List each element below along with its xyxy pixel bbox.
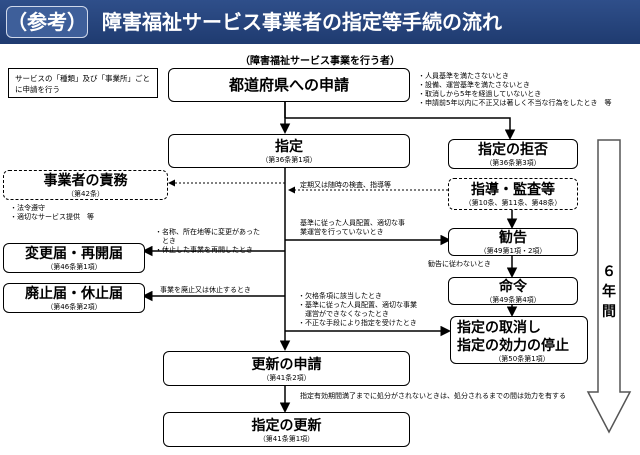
duties-title: 事業者の責務	[43, 173, 128, 189]
revocation-article: （第50条第1項）	[494, 355, 550, 363]
renewal-box: 指定の更新 （第41条第1項）	[163, 412, 410, 447]
reference-tag: （参考）	[6, 6, 88, 38]
guidance-title: 指導・監査等	[471, 182, 555, 198]
order-box: 命令 （第49条第4項）	[448, 277, 578, 305]
inspection-label: 定期又は随時の検査、指導等	[300, 181, 391, 189]
recommendation-box: 勧告 （第49第1項・2項）	[448, 228, 578, 256]
duties-box: 事業者の責務 （第42条）	[3, 170, 168, 200]
renewal-title: 指定の更新	[251, 418, 322, 434]
revocation-reasons: ・欠格条項に該当したとき ・基準に従った人員配置、適切な事業 運営ができなくなっ…	[298, 292, 417, 327]
renewal-article: （第41条第1項）	[258, 435, 315, 443]
revocation-title: 指定の取消し	[457, 320, 541, 336]
designation-box: 指定 （第36条第1項）	[168, 134, 410, 168]
abolition-article: （第46条第2項）	[46, 303, 102, 311]
suspension-title: 指定の効力の停止	[457, 338, 569, 354]
change-box: 変更届・再開届 （第46条第1項）	[3, 243, 145, 273]
guidance-box: 指導・監査等 （第10条、第11条、第48条）	[448, 178, 578, 210]
renewal-application-box: 更新の申請 （第41条2項）	[163, 351, 410, 386]
header-bar	[0, 0, 640, 44]
period-number: ６	[602, 264, 616, 280]
renewal-application-title: 更新の申請	[251, 357, 322, 373]
refusal-box: 指定の拒否 （第36条第3項）	[448, 139, 578, 169]
side-note: サービスの「種類」及び「事業所」ごとに申請を行う	[8, 68, 158, 98]
designation-title: 指定	[275, 139, 303, 155]
refusal-article: （第36条第3項）	[485, 159, 541, 167]
period-unit-span: 間	[602, 304, 616, 320]
subtitle: （障害福祉サービス事業を行う者）	[240, 56, 400, 67]
change-reason: ・名称、所在地等に変更があった とき ・休止した事業を再開したとき	[155, 228, 260, 254]
guidance-article: （第10条、第11条、第48条）	[464, 199, 562, 207]
application-title: 都道府県への申請	[228, 76, 349, 94]
period-unit-year: 年	[602, 284, 616, 300]
renewal-application-article: （第41条2項）	[262, 374, 311, 382]
order-title: 命令	[499, 279, 527, 295]
duties-article: （第42条）	[67, 190, 104, 198]
period-arrow-shape	[586, 139, 632, 434]
abolition-reason: 事業を廃止又は休止するとき	[160, 286, 251, 294]
duties-items: ・法令遵守 ・適切なサービス提供 等	[10, 204, 94, 221]
page-title: 障害福祉サービス事業者の指定等手続の流れ	[102, 10, 502, 34]
order-reason: 勧告に従わないとき	[428, 260, 491, 268]
application-box: 都道府県への申請	[168, 68, 410, 102]
change-article: （第46条第1項）	[46, 263, 102, 271]
change-title: 変更届・再開届	[25, 246, 123, 262]
recommendation-reason: 基準に従った人員配置、適切な事 業運営を行っていないとき	[300, 219, 405, 236]
designation-article: （第36条第1項）	[261, 156, 317, 164]
order-article: （第49条第4項）	[485, 296, 541, 304]
renewal-note: 指定有効期間満了までに処分がされないときは、処分されるまでの間は効力を有する	[300, 392, 566, 400]
recommendation-title: 勧告	[499, 230, 527, 246]
abolition-title: 廃止届・休止届	[25, 286, 123, 302]
abolition-box: 廃止届・休止届 （第46条第2項）	[3, 283, 145, 313]
refusal-title: 指定の拒否	[478, 142, 548, 158]
period-label: ６ 年 間	[599, 262, 619, 322]
recommendation-article: （第49第1項・2項）	[479, 247, 547, 255]
refusal-reasons: ・人員基準を満たさないとき ・設備、運営基準を満たさないとき ・取消しから5年を…	[418, 72, 612, 107]
revocation-box: 指定の取消し 指定の効力の停止 （第50条第1項）	[450, 316, 588, 364]
